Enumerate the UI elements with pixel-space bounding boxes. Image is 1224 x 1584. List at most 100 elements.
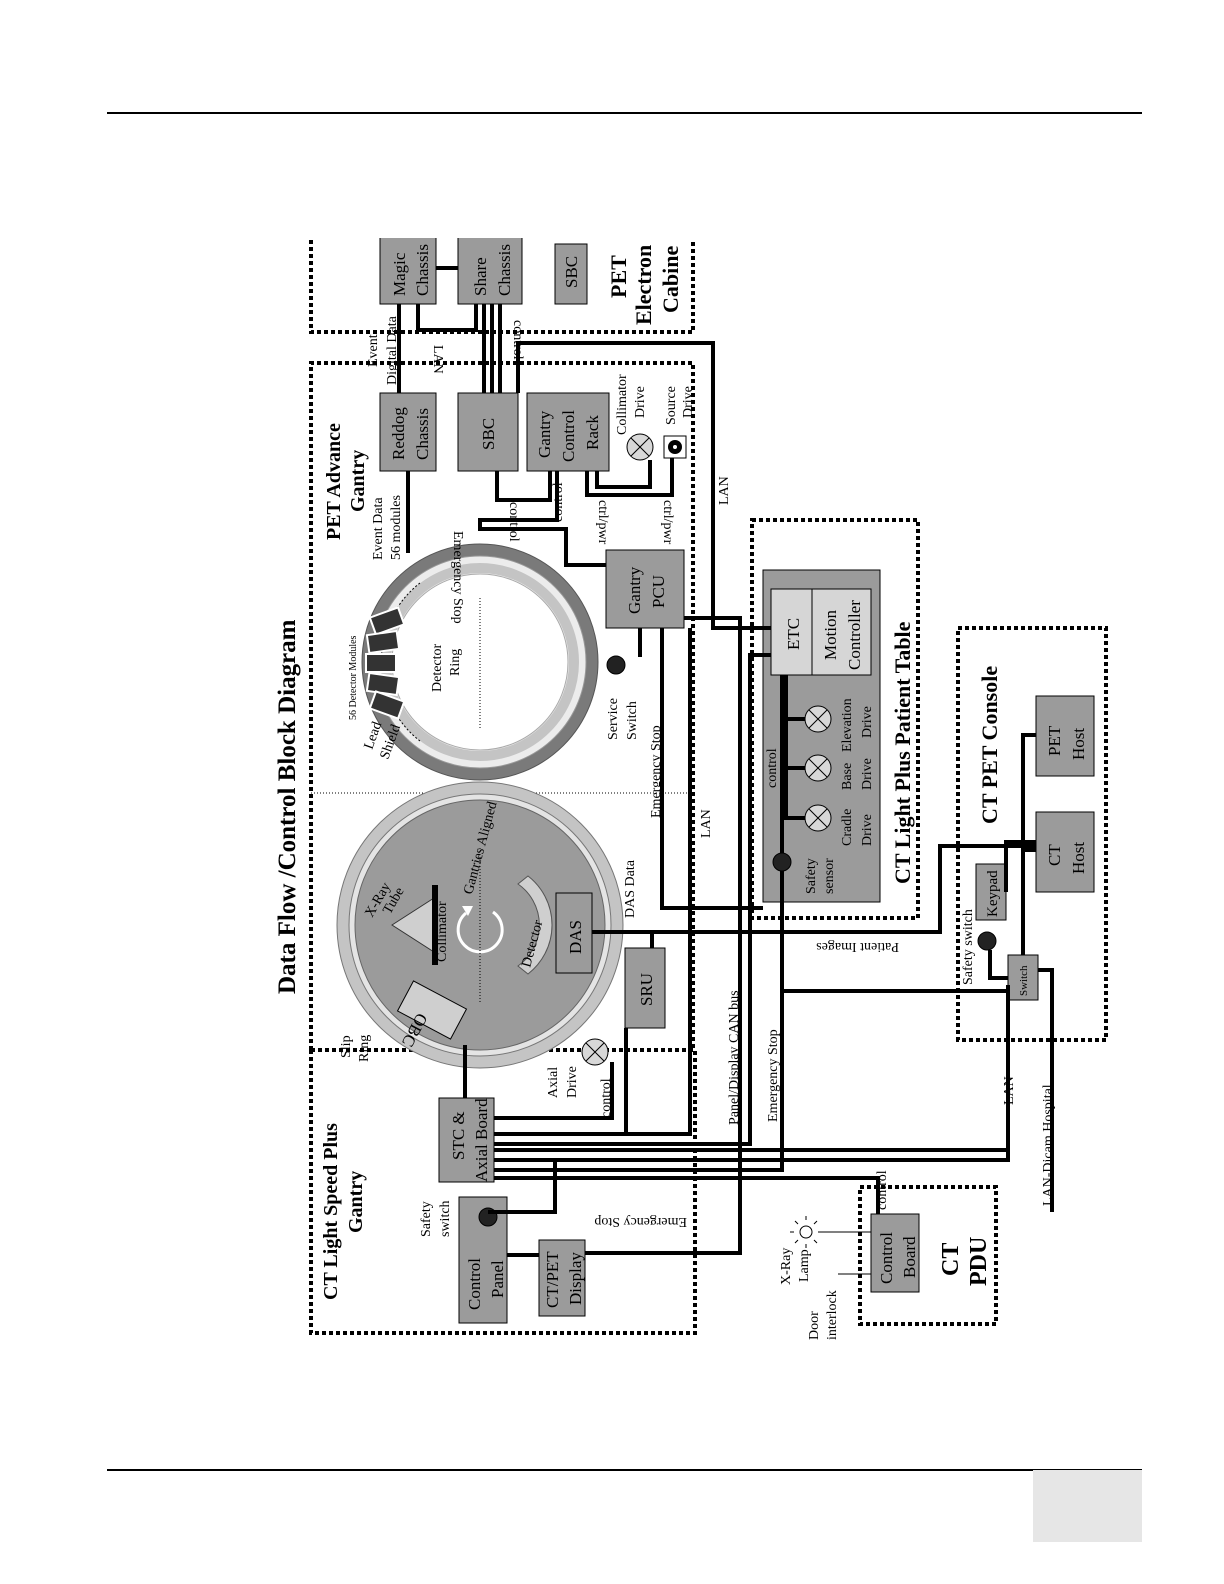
pet-host-label-2: Host [1069, 728, 1088, 760]
connection-lines [397, 266, 1054, 1257]
collimator-drive-label-2: Drive [633, 386, 648, 418]
control-board-block [870, 1213, 920, 1293]
stc-axial-board-label-1: STC & [449, 1111, 468, 1160]
console-title: CT PET Console [977, 666, 1002, 824]
detector-modules-label: 56 Detector Modules [348, 635, 359, 720]
pet-detector-ring [361, 543, 599, 781]
event-digital-data-label-1: Event [366, 334, 381, 367]
das-data-label: DAS Data [623, 859, 638, 918]
elevation-drive-label-2: Drive [860, 706, 875, 738]
sensor-switches [478, 655, 997, 1227]
stc-axial-board-block [438, 1097, 495, 1183]
console-border [956, 626, 1108, 1042]
header-rule [107, 112, 1142, 114]
rotation-arrow-icon [456, 910, 504, 954]
xray-lamp-icon [790, 1216, 822, 1248]
keypad-label: Keypad [985, 870, 1001, 917]
control-table-label: control [765, 748, 780, 788]
share-chassis-label-2: Chassis [495, 244, 514, 296]
collimator-drive-icon [626, 433, 654, 461]
ct-gantry-graphic [336, 781, 624, 1069]
console-safety-switch-icon [977, 931, 997, 951]
pdu-border [858, 1185, 998, 1326]
magic-chassis-block [379, 238, 437, 305]
sru-label: SRU [637, 973, 656, 1006]
ctrl-pwr-label-1: ctrl/pwr [595, 500, 610, 545]
gantry-pcu-block [605, 549, 685, 629]
event-data-label-1: Event Data [371, 497, 386, 560]
das-label: DAS [566, 920, 585, 954]
gantry-pcu-label-2: PCU [649, 575, 668, 608]
etc-motion-controller [770, 588, 872, 676]
pet-gantry-title-2: Gantry [347, 450, 369, 512]
control-axial-label: control [599, 1078, 614, 1118]
lan-bottom-label: LAN [1002, 1076, 1017, 1105]
share-chassis-label-1: Share [471, 257, 490, 296]
gantry-control-rack-label-3: Rack [583, 415, 602, 450]
service-switch-icon [606, 655, 626, 675]
reddog-chassis-label-2: Chassis [413, 408, 432, 460]
service-switch-label-1: Service [606, 698, 621, 740]
ct-host-label-1: CT [1045, 844, 1064, 866]
detector-modules [365, 606, 406, 720]
event-digital-data-label-2: Digital Data [385, 315, 400, 385]
lan-etc-label: LAN [717, 476, 732, 505]
source-drive-label-2: Drive [681, 386, 696, 418]
drive-icons [581, 433, 832, 1066]
detector-ring-label-2: Ring [448, 649, 463, 676]
reddog-chassis-label-1: Reddog [389, 407, 408, 460]
pet-cabinet-title-2: Electron [631, 245, 656, 325]
sru-block [624, 947, 666, 1029]
event-data-label-2: 56 modules [389, 495, 404, 560]
ct-pet-display-block [538, 1239, 586, 1317]
collimator-label: Collimator [435, 901, 450, 962]
pet-cabinet-title-1: PET [606, 255, 631, 298]
pet-host-label-1: PET [1045, 725, 1064, 756]
detector-arc [517, 875, 553, 975]
safety-switch-console-label: Safety switch [961, 909, 976, 985]
motion-controller-label-1: Motion [821, 609, 840, 660]
safety-switch-ct-label-2: switch [438, 1200, 453, 1237]
axial-drive-icon [581, 1038, 609, 1066]
slip-ring-label-1: Slip [339, 1035, 354, 1058]
base-drive-label-1: Base [840, 763, 855, 790]
safety-sensor-label-1: Safety [804, 858, 819, 894]
elevation-drive-icon [804, 705, 832, 733]
thin-lines [820, 1231, 871, 1275]
patient-images-label: Patient Images [816, 939, 899, 954]
control-rack-label-1: control [506, 502, 521, 542]
axial-drive-label-1: Axial [546, 1067, 561, 1098]
service-switch-label-2: Switch [625, 701, 640, 740]
etc-label: ETC [784, 618, 803, 650]
ct-host-label-2: Host [1069, 842, 1088, 874]
patient-table-title: CT Light Plus Patient Table [890, 621, 915, 884]
sbc-cabinet-label: SBC [562, 256, 581, 288]
source-drive-label-1: Source [664, 386, 679, 425]
door-interlock-label-1: Door [807, 1311, 822, 1340]
page-number-box [1033, 1470, 1142, 1542]
cradle-drive-label-1: Cradle [840, 809, 855, 846]
detector-ring-label-1: Detector [430, 643, 445, 692]
elevation-drive-label-1: Elevation [840, 698, 855, 752]
stc-axial-board-label-2: Axial Board [472, 1098, 491, 1182]
magic-chassis-label-1: Magic [390, 252, 409, 296]
control-board-label-1: Control [877, 1232, 896, 1284]
ct-pet-display-label-1: CT/PET [543, 1251, 562, 1308]
collimator-bar [432, 885, 438, 965]
gantry-pcu-label-1: Gantry [625, 566, 644, 614]
source-drive-icon [663, 435, 687, 459]
axial-drive-label-2: Drive [565, 1066, 580, 1098]
base-drive-icon [804, 754, 832, 782]
safety-sensor-icon [772, 852, 792, 872]
collimator-drive-label-1: Collimator [615, 374, 630, 435]
sbc-cabinet-block [554, 243, 588, 305]
ct-gantry-title-2: Gantry [345, 1171, 367, 1233]
door-interlock-label-2: interlock [825, 1290, 840, 1340]
patient-table-border [750, 518, 920, 920]
gantry-control-rack-block [526, 392, 610, 472]
control-board-label-2: Board [900, 1236, 919, 1278]
sbc-gantry-label: SBC [479, 418, 498, 450]
lead-shield-arc [380, 582, 421, 742]
obc-block [396, 980, 468, 1040]
